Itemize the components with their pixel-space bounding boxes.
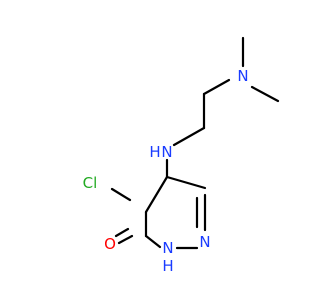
bond-n2-c3 [144,234,162,249]
bond-c3-o-double [114,227,130,238]
bond-n-ch3-right [250,85,280,103]
atom-o: O [104,235,116,253]
atom-h-ring: H [162,257,173,275]
bond-c4-c5 [144,175,169,214]
bond-c5-c6 [165,175,207,190]
bond-nh-ch2 [172,126,206,147]
bond-c3-o [117,234,134,245]
atom-n-amino: N [161,143,172,161]
bonds [110,36,280,250]
bond-ch2-ndimethyl [202,78,231,96]
atoms: Cl O N H N N N H [83,67,249,275]
molecule-diagram: Cl O N H N N N H [83,36,280,275]
atom-cl: Cl [83,174,98,192]
atom-n-dimethyl: N [237,67,248,85]
atom-n-ring-h: N [162,239,173,257]
atom-h-amino: H [149,143,160,161]
bond-c4-cl [110,187,132,202]
atom-n-ring: N [199,233,210,251]
